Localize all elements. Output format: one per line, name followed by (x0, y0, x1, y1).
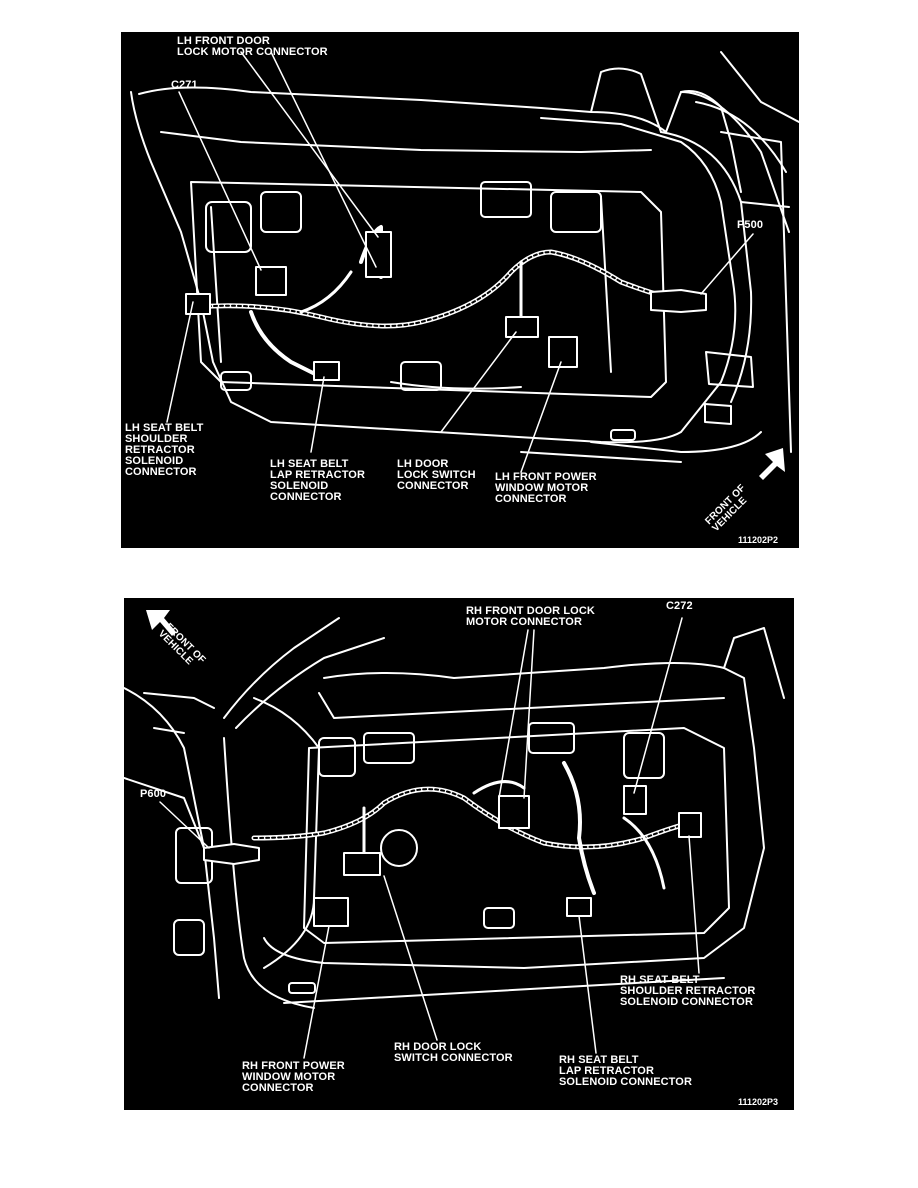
lh-seat-belt-lap-retractor-label: LH SEAT BELT LAP RETRACTOR SOLENOID CONN… (270, 458, 366, 503)
front-arrow-icon (759, 448, 785, 480)
rh-door-illustration (124, 617, 785, 1059)
rh-door-lock-switch-connector-label: RH DOOR LOCK SWITCH CONNECTOR (394, 1041, 513, 1064)
figure-id: 111202P2 (738, 535, 779, 545)
c271-label: C271 (171, 79, 198, 91)
lh-seat-belt-shoulder-retractor-label: LH SEAT BELT SHOULDER RETRACTOR SOLENOID… (125, 422, 204, 478)
rh-door-diagram-panel: RH FRONT DOOR LOCK MOTOR CONNECTOR C272 … (124, 598, 794, 1110)
rh-seat-belt-lap-retractor-label: RH SEAT BELT LAP RETRACTOR SOLENOID CONN… (559, 1054, 692, 1088)
lh-door-lock-switch-connector-label: LH DOOR LOCK SWITCH CONNECTOR (397, 458, 476, 492)
figure-id: 111202P3 (738, 1097, 779, 1107)
p600-label: P600 (140, 788, 167, 800)
rh-seat-belt-shoulder-retractor-label: RH SEAT BELT SHOULDER RETRACTOR SOLENOID… (620, 974, 756, 1008)
lh-door-illustration (130, 51, 799, 473)
c272-label: C272 (666, 600, 693, 612)
rh-front-power-window-motor-connector-label: RH FRONT POWER WINDOW MOTOR CONNECTOR (242, 1060, 345, 1094)
lh-door-diagram-panel: LH FRONT DOOR LOCK MOTOR CONNECTOR C271 … (121, 32, 799, 548)
lh-front-power-window-motor-connector-label: LH FRONT POWER WINDOW MOTOR CONNECTOR (495, 471, 597, 505)
p500-label: P500 (737, 219, 764, 231)
lh-front-door-lock-motor-connector-label: LH FRONT DOOR LOCK MOTOR CONNECTOR (177, 35, 328, 58)
front-arrow-icon (146, 610, 176, 636)
rh-front-door-lock-motor-connector-label: RH FRONT DOOR LOCK MOTOR CONNECTOR (466, 605, 595, 628)
